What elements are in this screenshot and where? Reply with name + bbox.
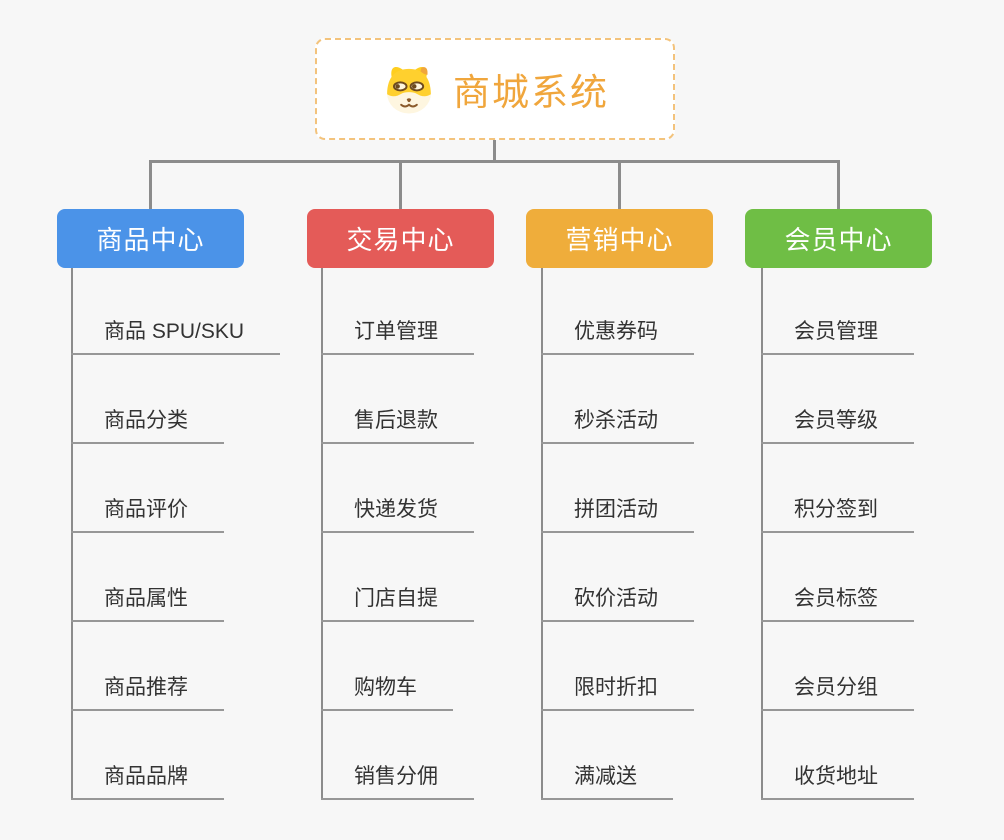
spine-trade [321, 268, 323, 799]
child-node[interactable]: 满减送 [541, 754, 673, 800]
spine-products [71, 268, 73, 799]
child-node[interactable]: 快递发货 [321, 487, 474, 533]
child-node[interactable]: 会员分组 [761, 665, 914, 711]
branch-node-members[interactable]: 会员中心 [745, 209, 932, 268]
child-node[interactable]: 商品分类 [71, 398, 224, 444]
root-node-mall-system[interactable]: 商城系统 [315, 38, 675, 140]
branch-label: 营销中心 [565, 225, 674, 255]
child-node[interactable]: 收货地址 [761, 754, 914, 800]
branch-node-trade[interactable]: 交易中心 [307, 209, 494, 268]
child-node[interactable]: 限时折扣 [541, 665, 694, 711]
child-node[interactable]: 拼团活动 [541, 487, 694, 533]
connector-drop-members [837, 160, 840, 210]
branch-node-products[interactable]: 商品中心 [57, 209, 244, 268]
branch-node-marketing[interactable]: 营销中心 [526, 209, 713, 268]
child-node[interactable]: 积分签到 [761, 487, 914, 533]
child-node[interactable]: 购物车 [321, 665, 453, 711]
child-node[interactable]: 会员标签 [761, 576, 914, 622]
branch-label: 商品中心 [96, 225, 205, 255]
branch-label: 会员中心 [784, 225, 893, 255]
child-node[interactable]: 商品属性 [71, 576, 224, 622]
child-node[interactable]: 订单管理 [321, 309, 474, 355]
connector-root-drop [493, 140, 496, 162]
shiba-dog-icon [381, 61, 437, 117]
child-node[interactable]: 优惠券码 [541, 309, 694, 355]
child-node[interactable]: 商品品牌 [71, 754, 224, 800]
child-node[interactable]: 秒杀活动 [541, 398, 694, 444]
child-node[interactable]: 销售分佣 [321, 754, 474, 800]
connector-drop-products [149, 160, 152, 210]
child-node[interactable]: 门店自提 [321, 576, 474, 622]
connector-drop-marketing [618, 160, 621, 210]
child-node[interactable]: 商品推荐 [71, 665, 224, 711]
child-node[interactable]: 会员等级 [761, 398, 914, 444]
spine-marketing [541, 268, 543, 799]
child-node[interactable]: 售后退款 [321, 398, 474, 444]
child-node[interactable]: 商品评价 [71, 487, 224, 533]
child-node[interactable]: 会员管理 [761, 309, 914, 355]
spine-members [761, 268, 763, 799]
root-title: 商城系统 [453, 72, 609, 113]
connector-rail [149, 160, 840, 163]
child-node[interactable]: 商品 SPU/SKU [71, 309, 281, 355]
branch-label: 交易中心 [346, 225, 455, 255]
child-node[interactable]: 砍价活动 [541, 576, 694, 622]
connector-drop-trade [399, 160, 402, 210]
